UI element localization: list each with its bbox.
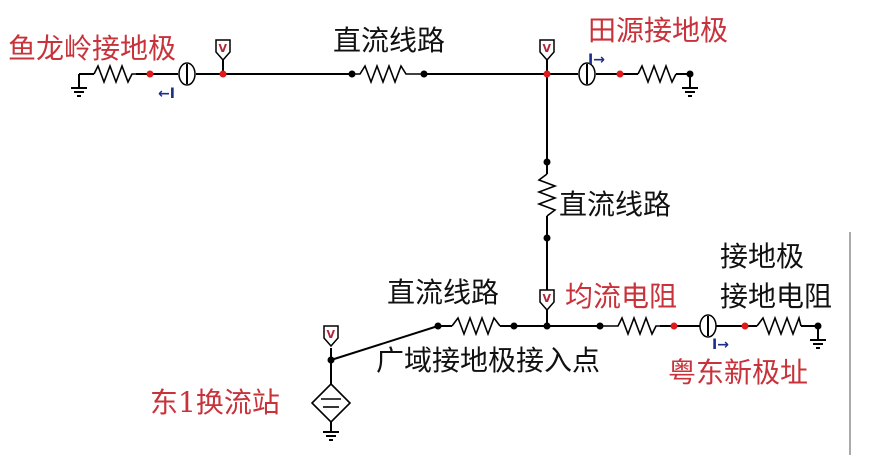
voltage-probe-junction-bottom: V	[539, 289, 555, 312]
resistor-ground-electrode	[756, 315, 802, 337]
node-red	[670, 322, 678, 330]
label-access-point: 广域接地极接入点	[376, 344, 600, 377]
node-red	[741, 322, 749, 330]
current-meter-left: ←I	[158, 62, 196, 102]
node-black	[543, 322, 551, 330]
svg-text:V: V	[543, 42, 552, 55]
label-line-top: 直流线路	[333, 24, 445, 57]
resistor-tianyuan	[637, 63, 677, 85]
label-line-vertical: 直流线路	[559, 188, 671, 221]
label-yuedong-site: 粤东新极址	[668, 356, 808, 389]
node-red	[146, 70, 154, 78]
svg-text:I→: I→	[588, 52, 605, 68]
current-meter-bottom: I→	[699, 314, 729, 353]
node-black	[814, 322, 822, 330]
node-black	[543, 158, 551, 166]
label-equalizing-resistor: 均流电阻	[565, 280, 677, 313]
current-meter-right: I→	[578, 52, 605, 86]
converter-station: V	[310, 325, 352, 441]
node-black	[596, 322, 604, 330]
node-black	[543, 234, 551, 242]
node-red	[543, 70, 551, 78]
resistor-yulongling	[93, 63, 136, 85]
svg-text:V: V	[327, 328, 336, 341]
node-black	[327, 356, 335, 364]
node-red	[616, 70, 624, 78]
node-black	[510, 322, 518, 330]
nodes	[146, 70, 822, 364]
label-line-bottom: 直流线路	[387, 276, 499, 309]
label-ground-resistance: 接地电阻	[720, 280, 832, 313]
label-yulongling: 鱼龙岭接地极	[8, 32, 176, 65]
node-black	[420, 70, 428, 78]
resistor-line-bottom	[451, 315, 501, 337]
svg-text:I→: I→	[712, 337, 729, 353]
ground-icon-left	[71, 74, 87, 97]
node-black	[434, 322, 442, 330]
label-ground-electrode: 接地极	[720, 240, 804, 273]
node-black	[348, 70, 356, 78]
svg-text:V: V	[543, 292, 552, 305]
vertical-branch	[536, 74, 558, 326]
voltage-probe-junction-top: V	[539, 39, 555, 74]
svg-text:←I: ←I	[158, 86, 175, 102]
voltage-probe-left: V	[215, 39, 231, 74]
svg-text:V: V	[219, 42, 228, 55]
resistor-equalizing	[600, 315, 660, 337]
node-red	[219, 70, 227, 78]
node-black	[686, 70, 694, 78]
label-converter-station: 东1换流站	[150, 386, 280, 419]
label-tianyuan: 田源接地极	[588, 14, 728, 47]
resistor-line-top	[352, 63, 424, 85]
